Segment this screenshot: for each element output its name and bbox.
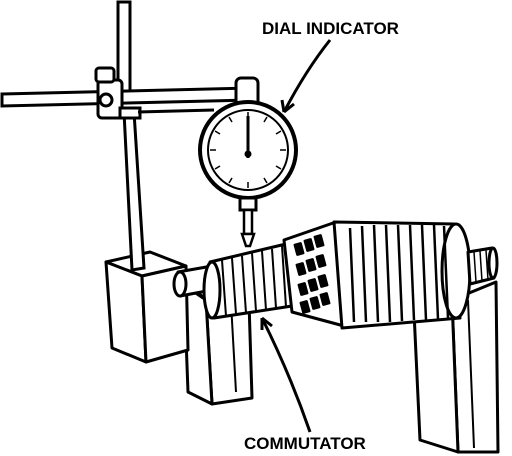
dial-ticks [210, 112, 286, 188]
commutator-label: COMMUTATOR [244, 434, 366, 453]
dial-indicator-label: DIAL INDICATOR [262, 19, 399, 38]
commutator-leader [260, 317, 312, 433]
indicator-stand [0, 0, 252, 272]
support-blocks [180, 268, 500, 454]
windings [282, 220, 346, 328]
leader-lines [260, 39, 332, 433]
dial-indicator [198, 76, 298, 248]
commutator [202, 242, 294, 320]
magnetic-base [104, 250, 190, 364]
armature [172, 220, 499, 330]
armature-core [332, 220, 472, 330]
dial-indicator-leader [282, 39, 332, 113]
